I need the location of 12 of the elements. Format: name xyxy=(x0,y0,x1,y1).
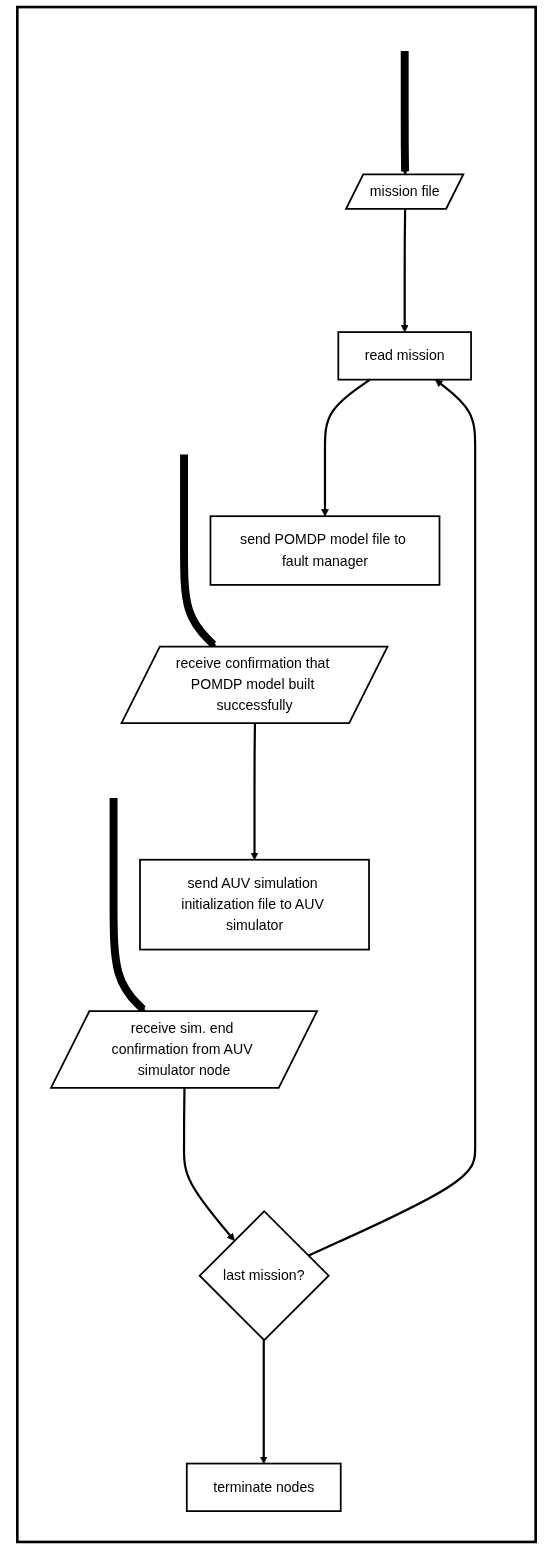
arrow xyxy=(182,1088,235,1241)
arrow xyxy=(321,378,371,517)
arrow xyxy=(259,1340,268,1464)
node-box: send POMDP model file to fault manager xyxy=(209,515,441,586)
node-box: send AUV simulation initialization file to AUV simulator xyxy=(139,858,370,951)
node-box: read mission xyxy=(337,331,472,381)
arrow xyxy=(307,379,477,1257)
node-box: terminate nodes xyxy=(185,1462,342,1512)
arrow xyxy=(250,723,259,861)
arrow xyxy=(400,209,409,333)
cluster xyxy=(16,5,537,1544)
node-diamond: last mission? xyxy=(198,1209,330,1342)
